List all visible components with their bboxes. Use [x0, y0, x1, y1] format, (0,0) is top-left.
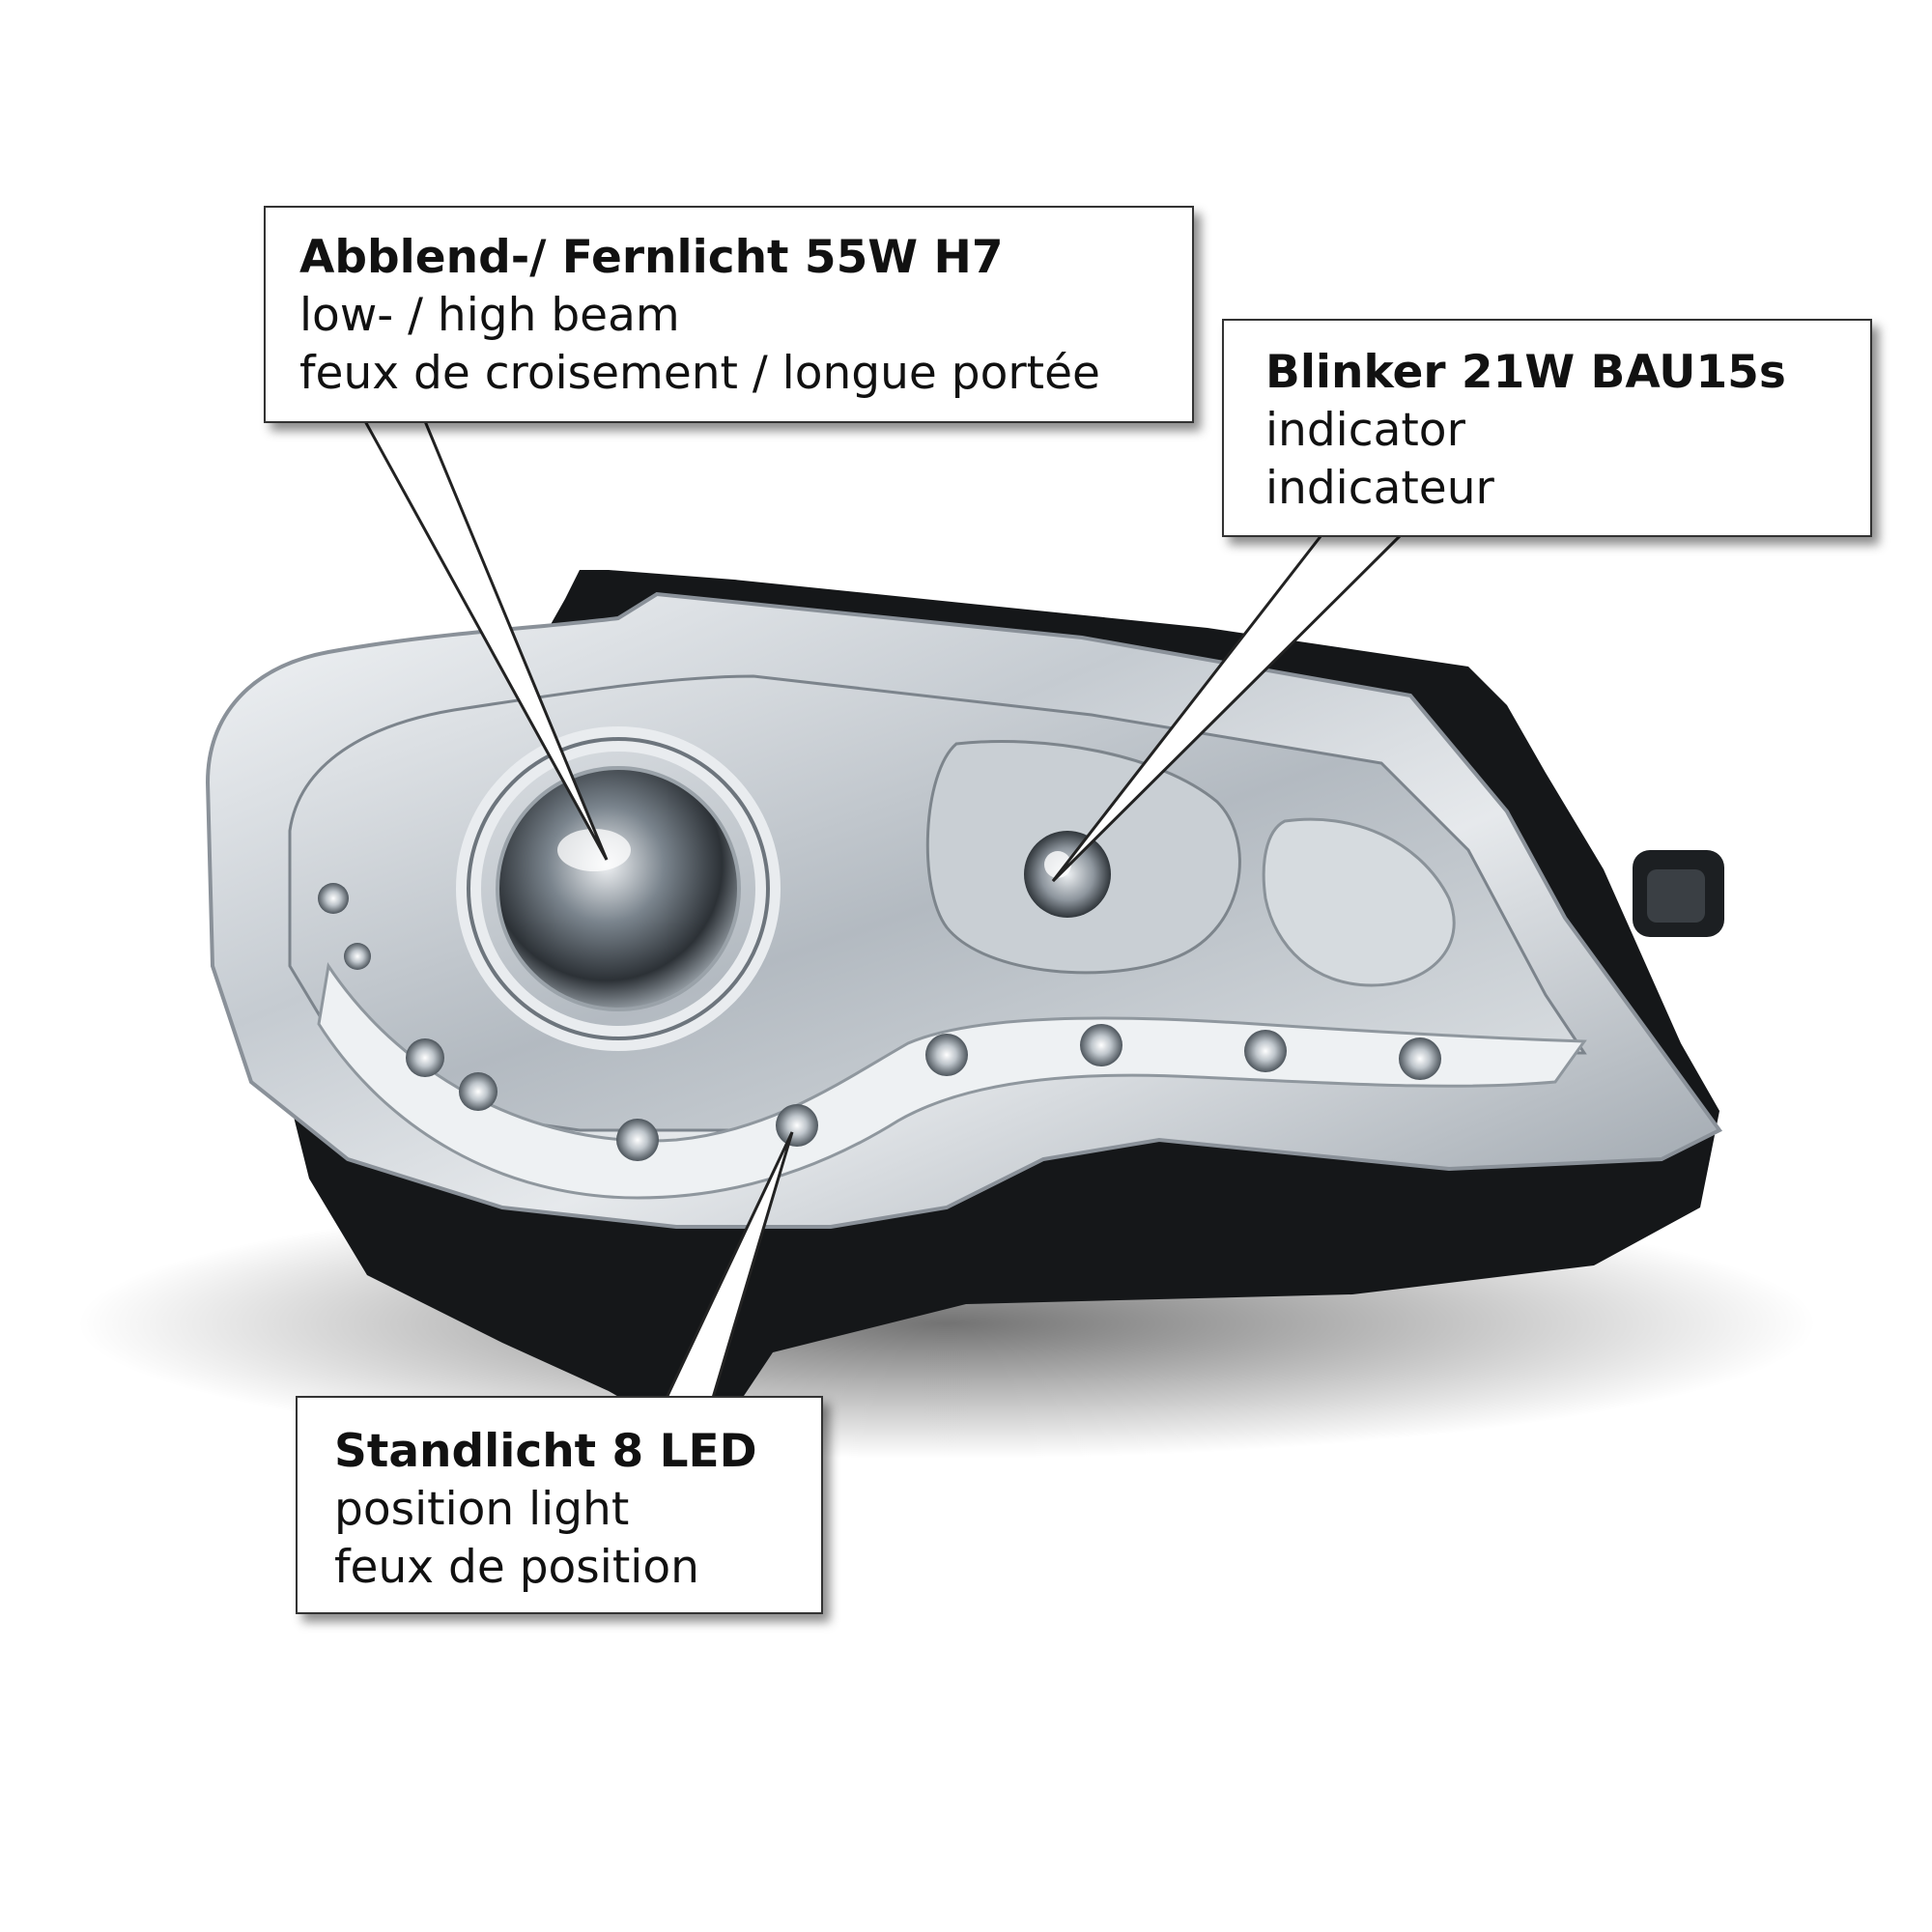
callout-title: Abblend-/ Fernlicht 55W H7 [299, 231, 1004, 284]
led [1080, 1024, 1122, 1066]
projector-lens [496, 766, 741, 1011]
callout-position-light: Standlicht 8 LED position light feux de … [296, 1396, 823, 1614]
callout-title: Blinker 21W BAU15s [1265, 346, 1786, 399]
callout-title: Standlicht 8 LED [334, 1425, 757, 1478]
led [925, 1034, 968, 1076]
callout-english: indicator [1265, 404, 1465, 457]
callout-english: low- / high beam [299, 289, 680, 342]
callout-french: feux de position [334, 1541, 699, 1594]
led [1399, 1037, 1441, 1080]
callout-low-high-beam: Abblend-/ Fernlicht 55W H7 low- / high b… [264, 206, 1194, 423]
led [406, 1038, 444, 1077]
callout-french: indicateur [1265, 462, 1494, 515]
right-reflector [1262, 817, 1456, 987]
led [1244, 1030, 1287, 1072]
led [616, 1119, 659, 1161]
led [459, 1072, 497, 1111]
led [776, 1104, 818, 1147]
led-strip [317, 962, 1587, 1200]
callout-english: position light [334, 1483, 630, 1536]
indicator-bulb [1024, 831, 1111, 918]
callout-french: feux de croisement / longue portée [299, 347, 1100, 400]
callout-indicator: Blinker 21W BAU15s indicator indicateur [1222, 319, 1872, 537]
